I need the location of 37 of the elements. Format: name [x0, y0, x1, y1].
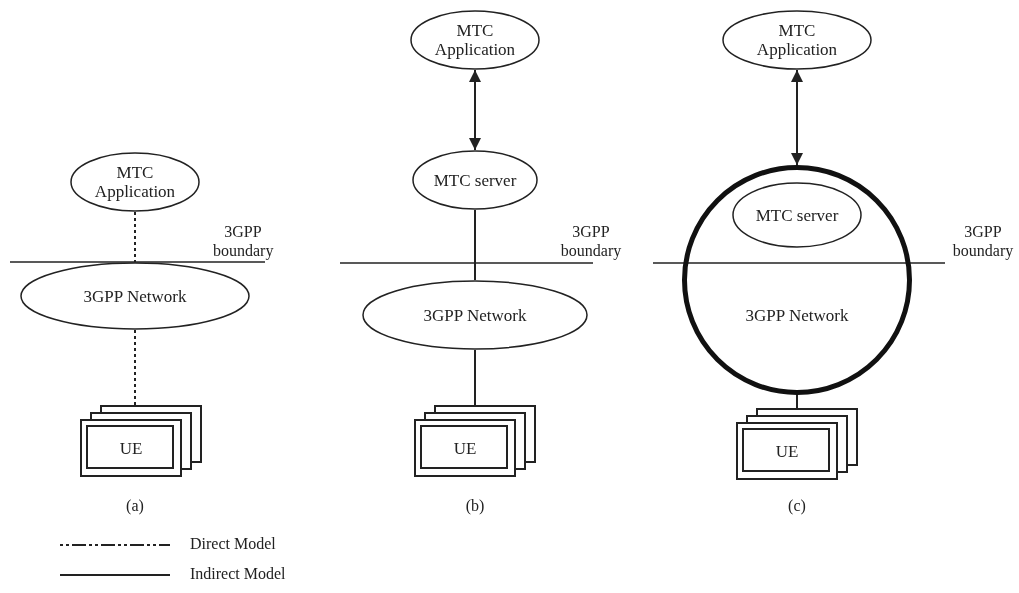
stacked-boxes-node — [414, 405, 536, 477]
circle-node — [682, 165, 912, 395]
stacked-boxes-node — [80, 405, 202, 477]
node-label: 3GPP Network — [82, 286, 188, 306]
connector-line — [474, 349, 476, 406]
node-label: UE — [118, 438, 144, 458]
node-label: MTC Application — [433, 21, 517, 59]
arrow — [791, 69, 803, 166]
ellipse-node — [732, 182, 862, 248]
node-label: MTC Application — [755, 21, 839, 59]
ellipse-node — [412, 150, 538, 210]
ellipse-node — [722, 10, 872, 70]
ellipse-node — [362, 280, 588, 350]
node-label: 3GPP Network — [744, 305, 850, 325]
connector-line — [474, 209, 476, 281]
arrow — [469, 69, 481, 151]
boundary-label: 3GPP boundary — [560, 222, 622, 260]
connector-line — [134, 211, 136, 263]
node-label: MTC server — [754, 205, 840, 225]
legend-label: Direct Model — [190, 535, 276, 553]
node-label: 3GPP Network — [422, 305, 528, 325]
node-label: MTC Application — [93, 163, 177, 201]
panel-label: (c) — [787, 496, 807, 515]
ellipse-node — [70, 152, 200, 212]
panel-label: (a) — [125, 496, 145, 515]
stacked-boxes-node — [736, 408, 858, 480]
connector-line — [796, 394, 798, 409]
panel-label: (b) — [464, 496, 486, 515]
ellipse-node — [410, 10, 540, 70]
node-label: UE — [452, 438, 478, 458]
node-label: MTC server — [432, 170, 518, 190]
connector-line — [134, 329, 136, 406]
boundary-label: 3GPP boundary — [951, 222, 1015, 260]
node-label: UE — [774, 441, 800, 461]
boundary-label: 3GPP boundary — [213, 222, 273, 260]
ellipse-node — [20, 262, 250, 330]
legend-label: Indirect Model — [190, 565, 286, 583]
